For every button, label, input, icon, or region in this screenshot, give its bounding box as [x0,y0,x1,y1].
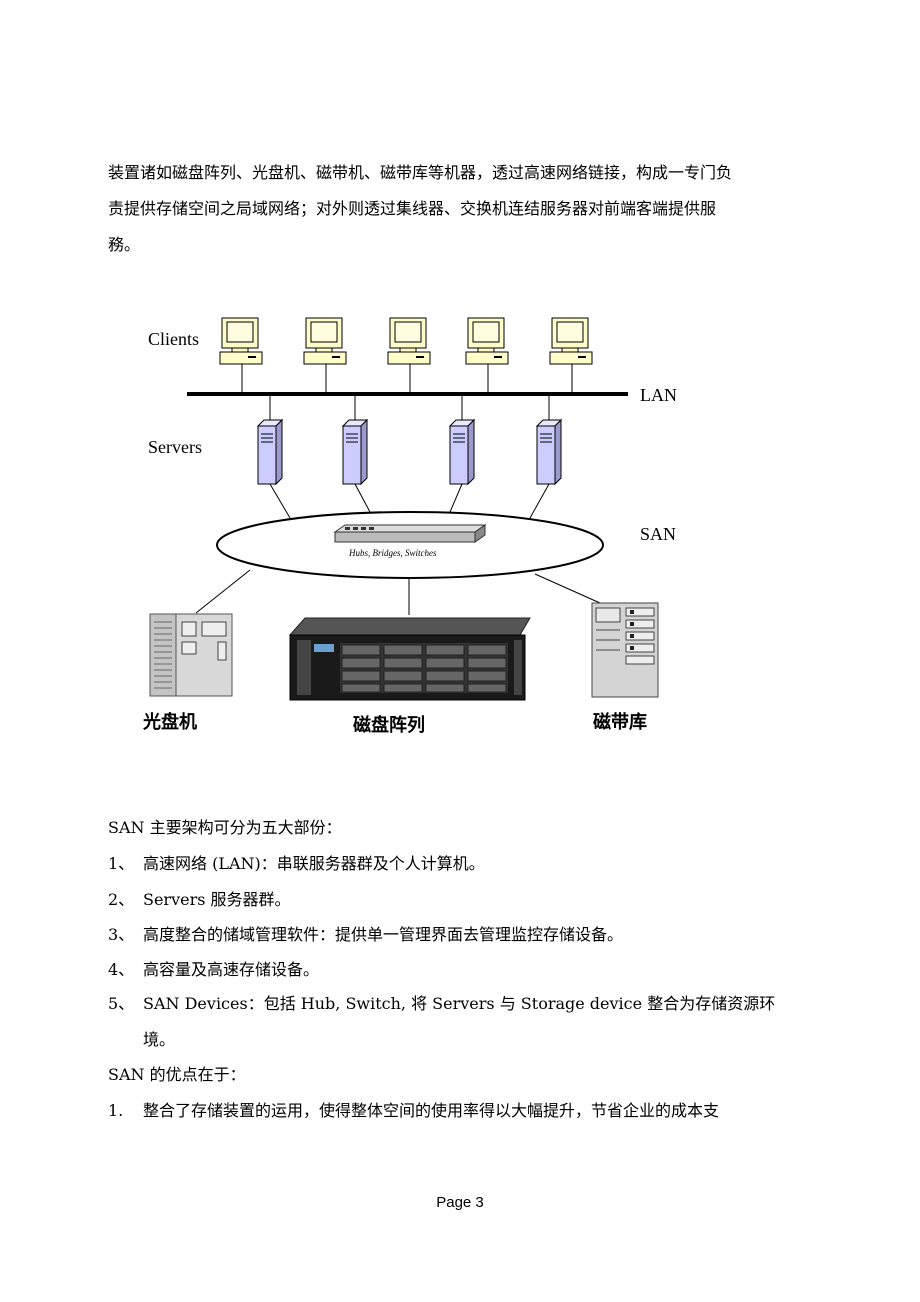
san-label: SAN [640,524,676,544]
client-computer-3 [387,317,431,394]
list-item: 高度整合的储域管理软件：提供单一管理界面去管理监控存储设备。 [143,925,624,944]
switch-device [333,524,487,543]
list-item-number: 1. [108,1101,124,1120]
intro-line-2: 责提供存储空间之局域网络；对外则透过集线器、交换机连结服务器对前端客端提供服 [108,199,717,218]
list-item-continuation: 境。 [143,1030,176,1049]
lan-label: LAN [640,385,677,405]
list-item-number: 2、 [108,890,135,909]
client-computer-5 [549,317,593,394]
list-item: 高速网络 (LAN)：串联服务器群及个人计算机。 [143,854,485,873]
list-item: 高容量及高速存储设备。 [143,960,320,979]
intro-line-1: 装置诸如磁盘阵列、光盘机、磁带机、磁带库等机器，透过高速网络链接，构成一专门负 [108,163,733,182]
list-item: 整合了存储装置的运用，使得整体空间的使用率得以大幅提升，节省企业的成本支 [143,1101,720,1120]
tape-library-icon [591,602,659,698]
advantages-heading: SAN 的优点在于： [108,1065,246,1084]
server-4 [535,418,563,486]
server-2 [341,418,369,486]
list-item-number: 1、 [108,854,135,873]
disk-array-icon [288,617,531,701]
optical-drive-icon [149,613,233,697]
clients-label: Clients [148,329,199,349]
tape-library-label: 磁带库 [593,711,647,733]
list-item: SAN Devices：包括 Hub, Switch, 将 Servers 与 … [143,994,776,1013]
optical-drive-label: 光盘机 [142,711,197,733]
server-1 [256,418,284,486]
architecture-heading: SAN 主要架构可分为五大部份： [108,818,342,837]
san-diagram: Clients Servers LAN SAN [142,317,677,736]
client-computer-2 [303,317,347,394]
san-ellipse [216,511,604,579]
list-item-number: 5、 [108,994,135,1013]
client-computer-4 [465,317,509,394]
intro-line-3: 務。 [108,235,141,254]
servers-label: Servers [148,437,202,457]
list-item-number: 4、 [108,960,135,979]
switch-label: Hubs, Bridges, Switches [348,548,437,558]
server-3 [448,418,476,486]
list-item-number: 3、 [108,925,135,944]
page-number: Page 3 [436,1194,484,1211]
list-item: Servers 服务器群。 [143,890,291,909]
client-computer-1 [219,317,263,394]
disk-array-label: 磁盘阵列 [353,714,425,736]
